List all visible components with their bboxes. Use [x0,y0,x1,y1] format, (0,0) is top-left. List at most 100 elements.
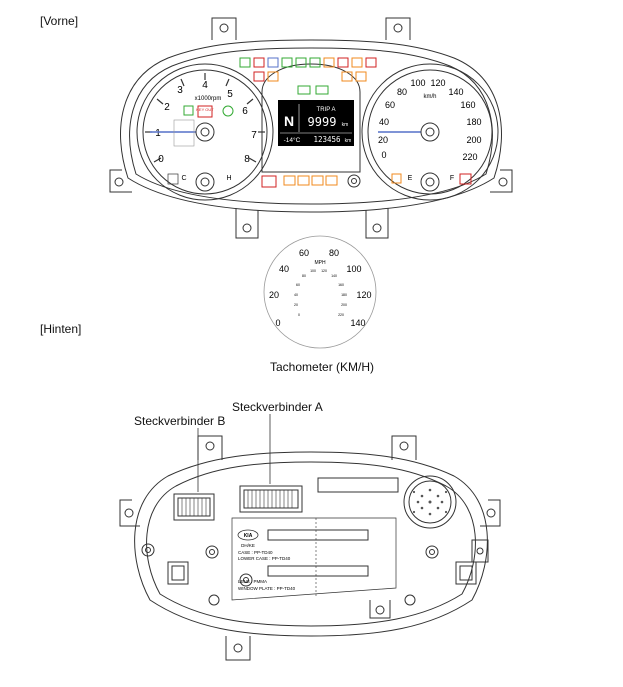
lcd-trip-value: 9999 [308,115,337,129]
kmh-scale-40: 40 [379,117,389,127]
rear-tab-top-right [391,435,417,460]
tachometer-bezel [136,63,274,201]
kmh-scale-20: 20 [378,135,388,145]
mph-outer-140: 140 [350,318,365,328]
lamp-green-icon [183,105,194,116]
kmh-scale-60: 60 [385,100,395,110]
rear-panel-plate [231,517,397,601]
warning-lamps-top [239,57,377,95]
speedometer-bezel [361,63,499,201]
lcd-odo-unit: km [345,138,352,144]
kmh-scale-180: 180 [466,117,481,127]
mph-unit: MPH [314,260,326,266]
lcd-temp: -14°C [284,136,301,144]
connector-a [239,485,303,513]
brand-logo [237,529,259,541]
mph-outer-120: 120 [356,290,371,300]
mph-outer-80: 80 [329,248,339,258]
window-plate-text: WINDOW PLATE : PP-TD40 [238,586,296,591]
socket-left [167,561,189,585]
rear-labels: KIA DH/KE CASE : PP-TD40 LOWER CASE : PP… [237,529,296,591]
key-out-lamp [197,105,213,118]
tach-unit: x1000rpm [195,96,222,102]
front-housing-outer [120,39,502,213]
buzzer-grille [403,475,457,529]
rear-housing-outer [134,451,488,637]
kmh-scale-200: 200 [466,135,481,145]
socket-right [455,561,477,585]
kmh-scale-80: 80 [397,87,407,97]
lcd-gear: N [284,113,294,129]
tach-scale-1: 1 [155,128,161,139]
mph-outer-20: 20 [269,290,279,300]
lcd-trip-unit: km [342,122,349,128]
rear-cluster [119,414,501,661]
tach-scale-2: 2 [164,102,170,113]
mph-outer-60: 60 [299,248,309,258]
tach-scale-5: 5 [227,89,233,100]
rear-slot-bottom [267,565,369,577]
key-out-label: KEY OUT [196,107,214,112]
tachometer: 0 1 2 3 4 5 6 7 8 x1000rpm KEY OUT C H [145,73,265,192]
center-display-hood [261,63,361,173]
tach-scale-8: 8 [244,154,250,165]
lamp-green-circle-icon [222,105,234,117]
brand-text: KIA [244,533,253,539]
tach-scale-4: 4 [202,80,208,91]
lcd-display: N TRIP A 9999 km -14°C 123456 km [278,100,354,146]
model-text: DH/KE [241,543,255,548]
fuel-gauge [420,172,440,192]
tach-scale-7: 7 [251,130,257,141]
mph-inner-180: 180 [341,293,347,297]
rear-tab-left [119,499,140,527]
tach-scale-3: 3 [177,85,183,96]
lcd-panel [278,100,354,146]
mph-speedometer: 0 20 40 60 80 100 120 140 MPH 0 20 40 60… [263,235,377,349]
mph-inner-120: 120 [321,269,327,273]
fuel-f-mark: F [450,175,454,182]
mount-tab-right [490,169,513,193]
rear-housing-inner [146,461,476,627]
kmh-scale-100: 100 [410,78,425,88]
connector-b-label: Steckverbinder B [134,414,226,428]
rear-slot-middle [267,529,369,541]
mph-inner-20: 20 [294,303,298,307]
lcd-trip-label: TRIP A [317,107,336,113]
mount-tab-bottom-right [365,208,389,239]
mph-inner-160: 160 [338,283,344,287]
mph-inner-0: 0 [298,313,300,317]
kmh-scale-140: 140 [448,87,463,97]
mph-inner-100: 100 [310,269,316,273]
lower-case-text: LOWER CASE : PP-TD40 [238,556,291,561]
mph-outer-100: 100 [346,264,361,274]
mph-inner-200: 200 [341,303,347,307]
fuel-e-mark: E [408,175,413,182]
fuel-lamp-icon [391,173,402,184]
kmh-scale-120: 120 [430,78,445,88]
rear-tab-right [480,499,501,527]
case-text: CASE : PP-TD40 [238,550,273,555]
mph-inner-80: 80 [302,274,306,278]
rear-slot-top [317,477,399,493]
mph-inner-220: 220 [338,313,344,317]
mph-dial-outline [263,235,377,349]
front-cluster [109,17,513,239]
buzzer-holes [412,488,448,516]
front-view-label: [Vorne] [40,14,79,28]
temp-gauge [195,172,215,192]
lcd-odo-value: 123456 [313,135,341,144]
temp-c-mark: C [181,175,186,182]
mount-tab-top-right [385,17,411,40]
kmh-scale-220: 220 [462,152,477,162]
rear-tab-bottom-left [225,636,251,661]
mph-inner-60: 60 [296,283,300,287]
mount-tab-bottom-left [235,208,259,239]
kmh-scale-160: 160 [460,100,475,110]
kmh-scale-0: 0 [381,150,386,160]
mph-inner-40: 40 [294,293,298,297]
tach-scale-0: 0 [158,154,164,165]
speedometer-kmh: 0 20 40 60 80 100 120 140 160 180 200 22… [378,78,482,192]
mount-tab-left [109,169,132,193]
red-lamp-icon [459,173,472,185]
